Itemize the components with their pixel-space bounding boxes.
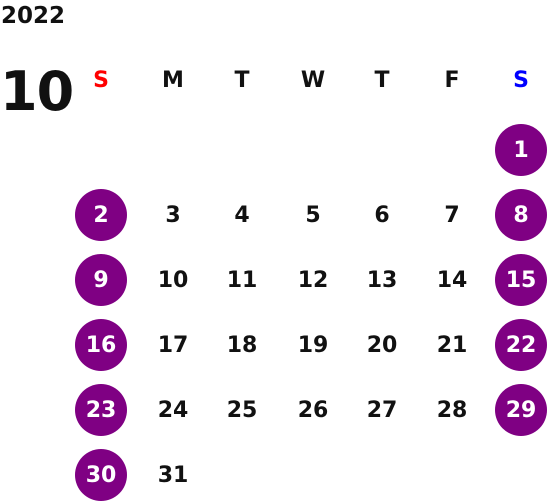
calendar-day[interactable]: 25 <box>226 397 258 423</box>
calendar-day[interactable]: 27 <box>366 397 398 423</box>
calendar-day[interactable]: 30 <box>75 449 127 501</box>
calendar-day[interactable]: 4 <box>234 202 250 228</box>
calendar-day[interactable]: 20 <box>366 332 398 358</box>
weekday-header: W <box>300 67 326 93</box>
calendar-day[interactable]: 29 <box>495 384 547 436</box>
weekday-header: M <box>162 67 184 93</box>
weekday-header: T <box>234 67 250 93</box>
calendar-day[interactable]: 7 <box>444 202 460 228</box>
weekday-header: T <box>374 67 390 93</box>
calendar-day[interactable]: 3 <box>165 202 181 228</box>
calendar-day[interactable]: 12 <box>297 267 329 293</box>
month-number: 10 <box>0 60 74 123</box>
year-label: 2022 <box>1 3 66 29</box>
calendar-day[interactable]: 26 <box>297 397 329 423</box>
calendar-day[interactable]: 17 <box>157 332 189 358</box>
calendar-day[interactable]: 22 <box>495 319 547 371</box>
calendar-day[interactable]: 11 <box>226 267 258 293</box>
calendar-day[interactable]: 5 <box>305 202 321 228</box>
weekday-header: S <box>513 67 529 93</box>
calendar-day[interactable]: 10 <box>157 267 189 293</box>
calendar-day[interactable]: 1 <box>495 124 547 176</box>
calendar-day[interactable]: 14 <box>436 267 468 293</box>
calendar-day[interactable]: 8 <box>495 189 547 241</box>
calendar-day[interactable]: 16 <box>75 319 127 371</box>
calendar-day[interactable]: 2 <box>75 189 127 241</box>
calendar-day[interactable]: 24 <box>157 397 189 423</box>
calendar-day[interactable]: 19 <box>297 332 329 358</box>
weekday-header: F <box>444 67 460 93</box>
calendar-day[interactable]: 15 <box>495 254 547 306</box>
weekday-header: S <box>93 67 109 93</box>
calendar-day[interactable]: 31 <box>157 462 189 488</box>
calendar-day[interactable]: 23 <box>75 384 127 436</box>
calendar-day[interactable]: 18 <box>226 332 258 358</box>
calendar-day[interactable]: 13 <box>366 267 398 293</box>
calendar-day[interactable]: 6 <box>374 202 390 228</box>
calendar-day[interactable]: 28 <box>436 397 468 423</box>
calendar-day[interactable]: 9 <box>75 254 127 306</box>
calendar-day[interactable]: 21 <box>436 332 468 358</box>
